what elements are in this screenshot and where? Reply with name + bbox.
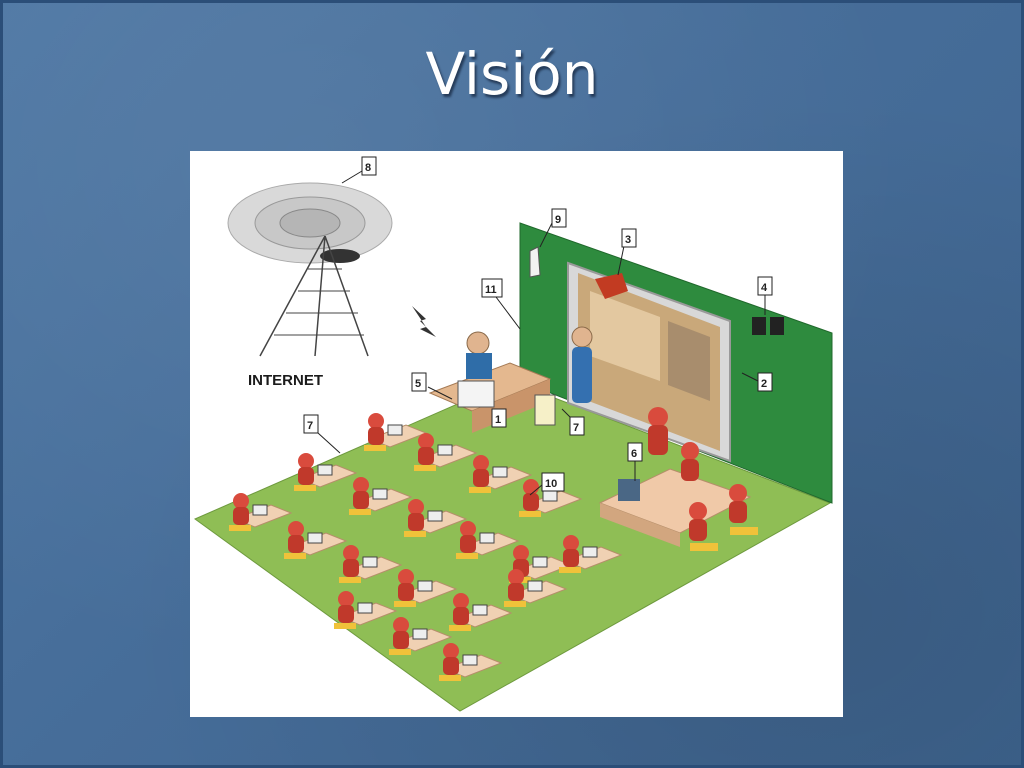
svg-text:4: 4 xyxy=(761,282,768,294)
svg-text:8: 8 xyxy=(365,162,371,174)
svg-text:5: 5 xyxy=(415,378,421,390)
svg-text:11: 11 xyxy=(485,284,497,296)
callout-5: 5 xyxy=(411,372,453,400)
svg-text:1: 1 xyxy=(495,414,501,426)
svg-text:2: 2 xyxy=(761,378,767,390)
classroom-diagram: INTERNET xyxy=(193,156,833,712)
callout-11: 11 xyxy=(481,278,521,330)
interactive-whiteboard xyxy=(567,261,731,463)
callout-2: 2 xyxy=(741,372,773,392)
svg-text:3: 3 xyxy=(625,234,631,246)
callout-1: 1 xyxy=(491,408,507,428)
slide-title: Visión xyxy=(425,40,599,108)
svg-text:6: 6 xyxy=(631,448,637,460)
speaker-left xyxy=(752,317,766,335)
svg-text:7: 7 xyxy=(307,420,313,432)
internet-label: INTERNET xyxy=(248,372,323,389)
classroom-illustration: INTERNET xyxy=(190,151,843,717)
internet-tower: INTERNET xyxy=(227,182,393,389)
svg-text:9: 9 xyxy=(555,214,561,226)
speaker-right xyxy=(770,317,784,335)
callout-7-b: 7 xyxy=(303,414,341,454)
student-desks xyxy=(229,413,623,681)
callout-3: 3 xyxy=(617,228,637,276)
callout-4: 4 xyxy=(757,276,773,315)
svg-text:7: 7 xyxy=(573,422,579,434)
camera-device xyxy=(529,246,541,278)
callout-10: 10 xyxy=(529,472,565,496)
callout-7-a: 7 xyxy=(561,408,585,436)
callout-6: 6 xyxy=(627,442,643,481)
projector xyxy=(595,273,628,299)
svg-text:10: 10 xyxy=(545,478,557,490)
teacher-standing xyxy=(571,326,593,403)
callout-8: 8 xyxy=(341,156,377,184)
group-table xyxy=(598,407,758,551)
tablet-device xyxy=(534,394,556,426)
callout-9: 9 xyxy=(539,208,567,248)
wireless-signal-icon xyxy=(412,306,436,337)
